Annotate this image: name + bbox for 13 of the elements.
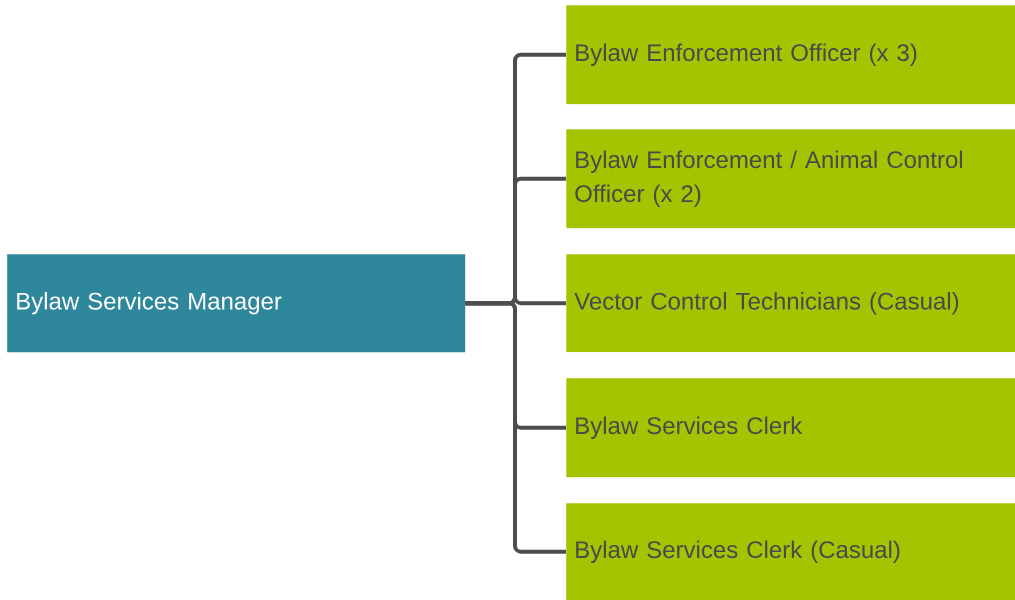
position-box xyxy=(566,5,1015,105)
position-box xyxy=(566,378,1015,478)
node-label: Bylaw Services Clerk xyxy=(576,416,803,439)
node-label: Bylaw Services Clerk (Casual) xyxy=(576,540,900,563)
node-label: Vector Control Technicians (Casual) xyxy=(574,292,959,315)
manager-box xyxy=(7,254,466,353)
node-label: Bylaw Services Manager xyxy=(17,292,282,315)
node-label: Bylaw Enforcement / Animal Control Officer (x 2) xyxy=(575,150,963,207)
position-box xyxy=(566,129,1015,229)
node-label: Bylaw Enforcement Officer (x 3) xyxy=(576,43,917,66)
position-box xyxy=(566,503,1015,600)
position-box xyxy=(566,254,1015,353)
connector-line xyxy=(465,301,566,554)
